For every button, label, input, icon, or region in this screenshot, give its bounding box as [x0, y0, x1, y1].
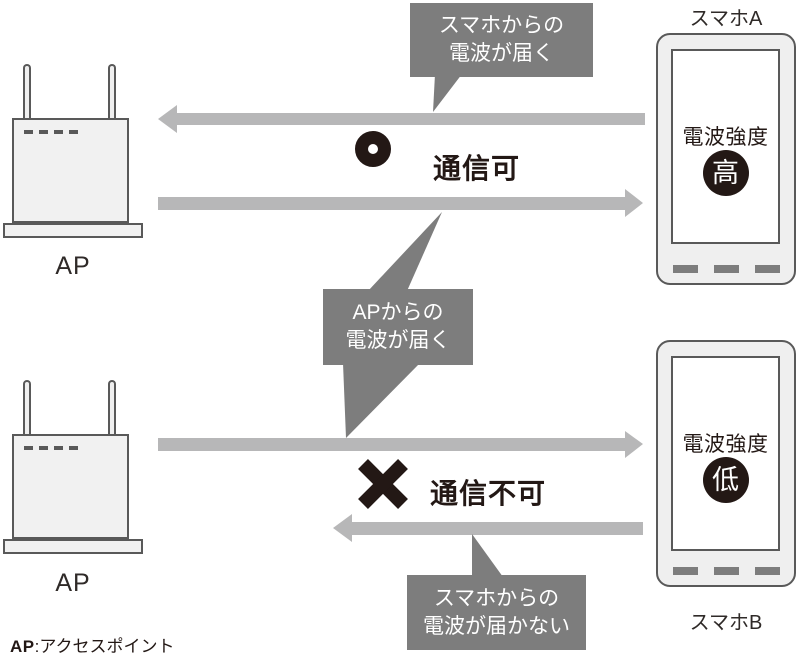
circle-ok-icon	[355, 131, 391, 167]
phone-a-screen: 電波強度 高	[671, 49, 780, 244]
status-communication-ok: 通信可	[433, 153, 521, 184]
callout-radio-from-ap-reaches: APからの 電波が届く	[323, 289, 473, 365]
access-point-bottom	[3, 380, 143, 555]
antenna-icon	[23, 380, 31, 438]
arrow-ap-to-phone-bottom	[158, 431, 643, 458]
antenna-icon	[108, 380, 116, 438]
phone-b-screen: 電波強度 低	[671, 356, 780, 551]
access-point-top	[3, 64, 143, 239]
signal-strength-label: 電波強度	[682, 126, 769, 149]
footnote-term: AP	[10, 637, 35, 656]
arrow-ap-to-phone-top	[158, 189, 643, 217]
ap-led-lights	[24, 446, 78, 450]
phone-b-label: スマホB	[689, 612, 763, 634]
signal-level-high-badge: 高	[702, 150, 749, 196]
callout-bottom-tail	[472, 534, 503, 577]
ap-label-top: AP	[55, 252, 91, 280]
callout-top-tail	[433, 74, 462, 112]
antenna-icon	[23, 64, 31, 122]
status-communication-ng: 通信不可	[430, 478, 547, 509]
footnote-separator: :	[34, 637, 40, 656]
ap-base	[3, 539, 143, 554]
footnote-definition: アクセスポイント	[39, 637, 175, 656]
antenna-icon	[108, 64, 116, 122]
phone-b: 電波強度 低	[656, 340, 796, 587]
ap-body	[12, 118, 129, 223]
ap-led-lights	[24, 130, 78, 134]
arrow-phone-to-ap-bottom-short	[333, 514, 643, 542]
ap-label-bottom: AP	[55, 569, 91, 597]
signal-level-low-badge: 低	[702, 457, 749, 503]
callout-middle-up-tail	[368, 212, 442, 291]
footnote: AP:アクセスポイント	[10, 632, 175, 657]
phone-a: 電波強度 高	[656, 33, 796, 285]
phone-a-buttons	[658, 265, 794, 273]
callout-radio-from-phone-does-not-reach: スマホからの 電波が届かない	[407, 575, 586, 650]
arrow-phone-to-ap-top	[158, 105, 645, 133]
phone-a-label: スマホA	[689, 8, 763, 30]
callout-middle-down-tail	[343, 363, 420, 438]
ap-base	[3, 223, 143, 238]
phone-b-buttons	[658, 567, 794, 575]
cross-ng-icon	[358, 459, 408, 509]
ap-body	[12, 434, 129, 539]
signal-strength-label: 電波強度	[682, 433, 769, 456]
callout-radio-from-phone-reaches: スマホからの 電波が届く	[410, 3, 593, 77]
